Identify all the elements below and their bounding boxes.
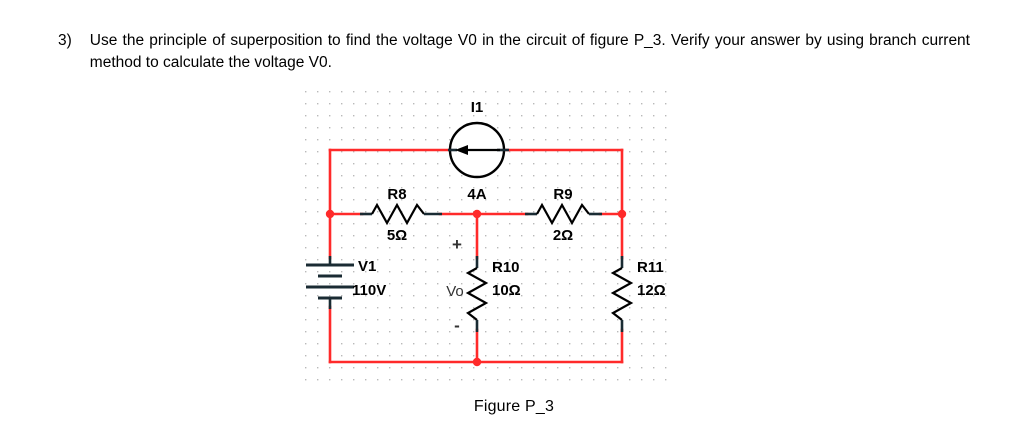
label-r8-value: 5Ω xyxy=(387,227,407,244)
label-r10-ref: R10 xyxy=(492,259,520,276)
node-center xyxy=(472,209,482,219)
r9-zigzag xyxy=(536,202,590,226)
label-r8-ref: R8 xyxy=(387,186,406,203)
resistor-r9 xyxy=(525,202,602,226)
problem-text: Use the principle of superposition to fi… xyxy=(89,32,970,71)
resistor-r8 xyxy=(360,202,442,226)
r10-zigzag xyxy=(465,267,489,321)
problem-number: 3) xyxy=(58,32,72,49)
label-r11-value: 12Ω xyxy=(637,282,666,299)
node-right xyxy=(617,209,627,219)
current-source-i1 xyxy=(448,121,509,179)
label-v1-value: 110V xyxy=(352,282,386,299)
vo-minus-sign: - xyxy=(454,316,460,335)
label-r11-ref: R11 xyxy=(637,259,664,276)
problem-statement: 3) Use the principle of superposition to… xyxy=(58,30,970,74)
label-i1-value: 4A xyxy=(467,186,486,203)
r11-zigzag xyxy=(610,267,634,321)
label-i1-ref: I1 xyxy=(471,99,484,116)
node-bottom xyxy=(472,357,482,367)
voltage-source-v1 xyxy=(306,256,354,309)
vo-plus-sign: + xyxy=(452,235,462,254)
resistor-r10 xyxy=(465,256,489,332)
resistor-r11 xyxy=(610,256,634,332)
label-r9-value: 2Ω xyxy=(553,227,573,244)
label-r10-value: 10Ω xyxy=(492,282,521,299)
node-left xyxy=(325,209,335,219)
label-v1-ref: V1 xyxy=(358,258,376,275)
label-r9-ref: R9 xyxy=(553,186,572,203)
junction-dots xyxy=(325,209,627,367)
current-source-arrow-head xyxy=(455,145,468,155)
label-vo: Vo xyxy=(446,283,464,300)
r8-zigzag xyxy=(371,202,425,226)
